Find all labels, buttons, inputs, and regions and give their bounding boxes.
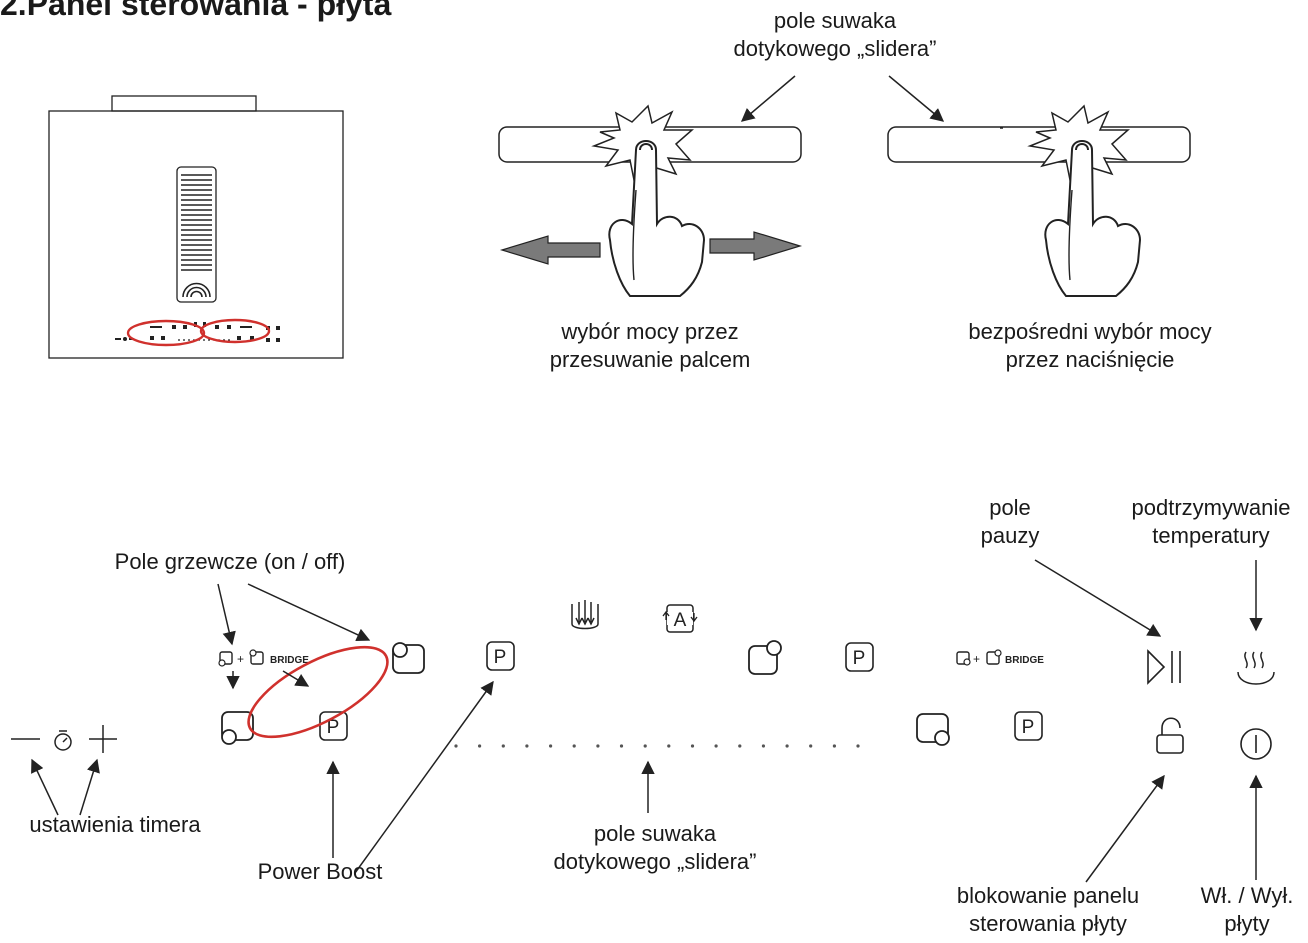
slide-arrows <box>499 231 803 265</box>
slider-dot[interactable] <box>809 744 813 748</box>
svg-text:P: P <box>494 647 507 668</box>
slider-dot[interactable] <box>832 744 837 748</box>
bridge-label-left: BRIDGE <box>270 655 309 666</box>
label-power-boost: Power Boost <box>257 859 383 884</box>
timer-controls[interactable] <box>11 725 117 753</box>
slider-dot[interactable] <box>596 744 600 748</box>
pause-button[interactable] <box>1147 649 1181 685</box>
bridge-highlight <box>247 645 389 739</box>
label-slider-field-bottom: pole suwaka dotykowego „slidera” <box>553 821 757 874</box>
slider-dot[interactable] <box>525 744 529 748</box>
slider-dot[interactable] <box>667 744 671 748</box>
power-button[interactable] <box>1240 728 1272 760</box>
slider-dot[interactable] <box>501 744 505 748</box>
slider-touch-field[interactable] <box>454 744 860 748</box>
svg-text:P: P <box>853 648 866 669</box>
slider-dot[interactable] <box>478 744 482 748</box>
label-lock-panel: blokowanie panelu sterowania płyty <box>956 883 1140 936</box>
bridge-label-right: BRIDGE <box>1005 655 1044 666</box>
slider-dot[interactable] <box>549 744 553 748</box>
slider-dot[interactable] <box>572 744 576 748</box>
label-timer-settings: ustawienia timera <box>29 812 201 837</box>
heating-zone-front-right-button[interactable] <box>916 713 950 746</box>
boost-front-left-button[interactable]: P <box>319 711 348 741</box>
slider-dot[interactable] <box>690 744 695 748</box>
svg-text:+: + <box>237 652 244 666</box>
heat-up-icon[interactable] <box>571 600 599 630</box>
label-keep-warm: podtrzymywanie temperatury <box>1131 495 1291 548</box>
slider-dot[interactable] <box>454 744 458 748</box>
slider-dot[interactable] <box>761 744 766 748</box>
boost-front-right-button[interactable]: P <box>1014 711 1043 741</box>
label-on-off: Wł. / Wył. płyty <box>1200 883 1294 936</box>
slider-dot[interactable] <box>856 744 860 748</box>
keep-warm-button[interactable] <box>1237 651 1275 685</box>
boost-rear-left-button[interactable]: P <box>486 641 515 671</box>
slider-dot[interactable] <box>785 744 789 748</box>
panel-callout-arrows <box>31 559 1263 883</box>
label-slide-select: wybór mocy przez przesuwanie palcem <box>549 319 751 372</box>
svg-text:+: + <box>973 652 980 666</box>
label-press-select: bezpośredni wybór mocy przez naciśnięcie <box>968 319 1212 372</box>
heating-zone-front-left-button[interactable] <box>221 711 254 745</box>
label-slider-field-top: pole suwaka dotykowego „slidera” <box>733 8 937 61</box>
label-pause-field: pole pauzy <box>980 495 1040 548</box>
slider-dot[interactable] <box>643 744 647 748</box>
hob-thumbnail <box>48 95 344 359</box>
label-heating-zone: Pole grzewcze (on / off) <box>114 549 346 574</box>
auto-cooking-button[interactable]: A <box>662 604 698 633</box>
slider-dot[interactable] <box>714 744 718 748</box>
slider-right <box>887 104 1191 182</box>
top-callout-arrows <box>740 75 945 122</box>
bridge-right-icon: + BRIDGE <box>956 649 1044 666</box>
svg-text:P: P <box>1022 717 1035 738</box>
svg-text:A: A <box>674 610 687 631</box>
timer-plus-icon <box>89 725 117 753</box>
slider-dot[interactable] <box>619 744 624 748</box>
lock-button[interactable] <box>1156 717 1184 754</box>
timer-clock-icon <box>54 730 72 751</box>
finger-left <box>608 140 706 297</box>
page-title: 2.Panel sterowania - płyta <box>0 0 392 22</box>
slider-dot[interactable] <box>738 744 742 748</box>
heating-zone-rear-left-button[interactable] <box>392 642 425 674</box>
boost-rear-right-button[interactable]: P <box>845 642 874 672</box>
heating-zone-rear-right-button[interactable] <box>748 640 782 675</box>
finger-right <box>1044 140 1142 297</box>
svg-text:P: P <box>327 717 340 738</box>
bridge-left-icon: + BRIDGE <box>218 649 309 667</box>
